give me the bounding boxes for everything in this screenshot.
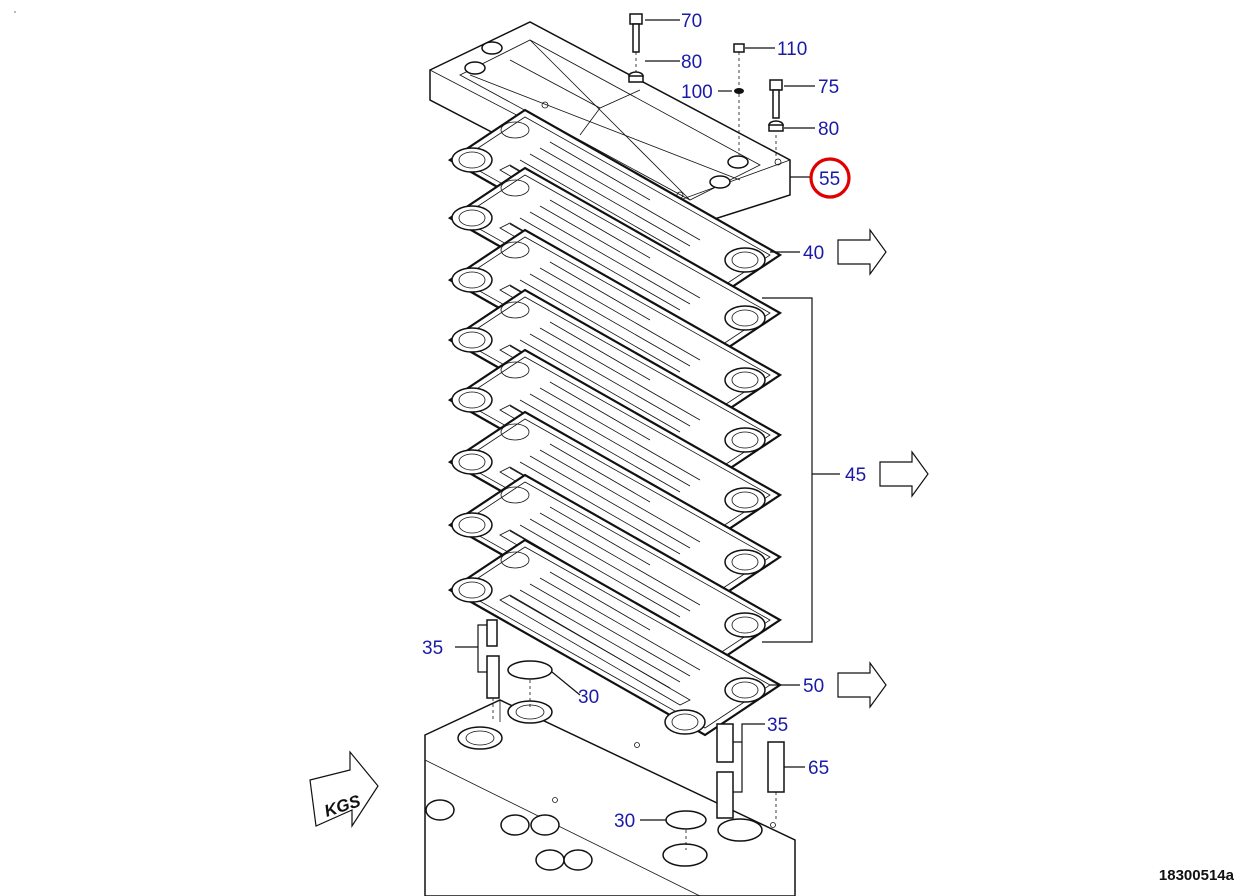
bolt-75 (769, 79, 783, 160)
bolt-110 (733, 43, 745, 155)
kgs-direction-arrow: KGS (309, 750, 379, 829)
callout-80-a[interactable]: 80 (681, 52, 702, 73)
bracket-45 (762, 297, 813, 643)
callout-50[interactable]: 50 (803, 676, 824, 697)
callout-65[interactable]: 65 (808, 758, 829, 779)
callout-80-b[interactable]: 80 (818, 119, 839, 140)
kgs-label: KGS (322, 791, 364, 821)
washer-80-b (768, 120, 784, 132)
oring-30-upper (507, 660, 553, 708)
washer-100 (734, 88, 744, 94)
callout-75[interactable]: 75 (818, 77, 839, 98)
callout-55[interactable]: 55 (819, 169, 840, 190)
cover-plate (429, 21, 791, 231)
callout-100[interactable]: 100 (681, 82, 713, 103)
bolt-70 (629, 13, 643, 72)
callout-70[interactable]: 70 (681, 11, 702, 32)
callout-35-left[interactable]: 35 (422, 638, 443, 659)
base-housing (424, 699, 796, 896)
leader-lines (455, 19, 815, 821)
callout-30-lower[interactable]: 30 (614, 811, 635, 832)
callout-110[interactable]: 110 (777, 39, 807, 60)
callout-30-upper[interactable]: 30 (578, 687, 599, 708)
highlight-circle-55 (809, 157, 851, 199)
pin-65 (767, 741, 785, 820)
pins-35-left (486, 619, 500, 722)
arrow-icon-45 (879, 450, 929, 498)
callout-35-right[interactable]: 35 (767, 715, 788, 736)
document-id: 18300514a (1159, 867, 1235, 884)
washer-80-a (628, 71, 644, 83)
arrow-icon-40 (837, 228, 887, 276)
pins-35-right (716, 723, 734, 819)
callout-45[interactable]: 45 (845, 465, 866, 486)
corner-mark (14, 11, 16, 13)
callout-40[interactable]: 40 (803, 243, 824, 264)
arrow-icon-50 (837, 661, 887, 709)
